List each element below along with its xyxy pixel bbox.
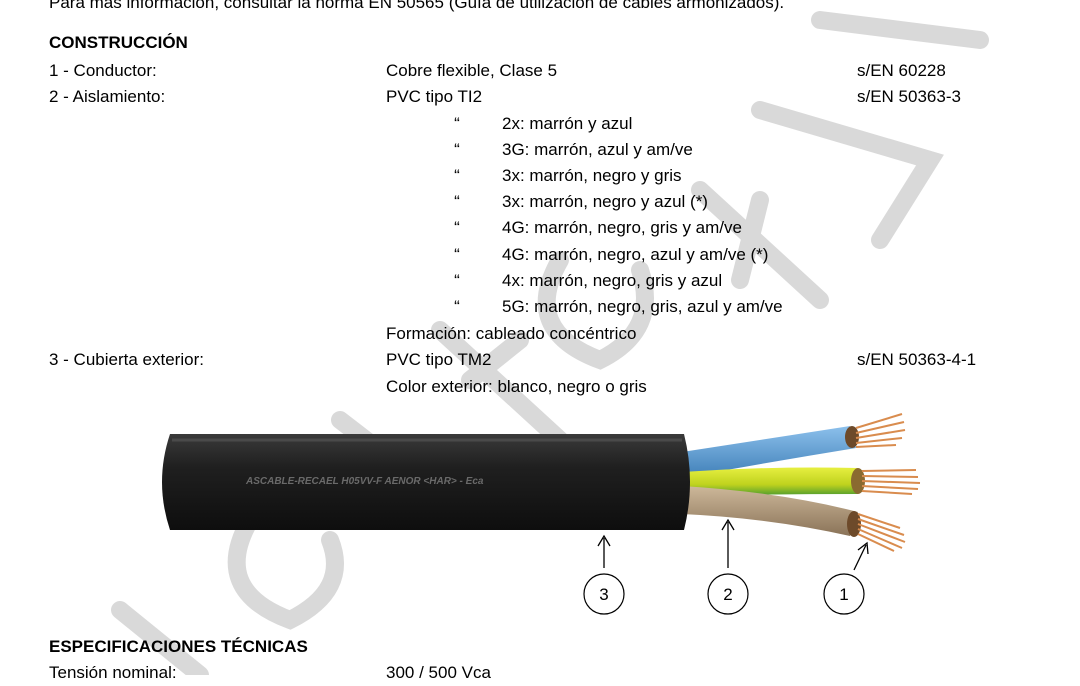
intro-text: Para más información, consultar la norma… bbox=[49, 0, 785, 12]
blue-copper-strands bbox=[855, 413, 906, 448]
callout-label-3: 3 bbox=[599, 585, 608, 604]
construction-heading: CONSTRUCCIÓN bbox=[49, 33, 188, 52]
brown-core-end bbox=[847, 511, 861, 537]
insulation-label: 2 - Aislamiento: bbox=[49, 87, 166, 106]
yellow-green-core-end bbox=[851, 468, 865, 494]
callout-circle-3 bbox=[583, 573, 625, 615]
insulation-color-item: 3G: marrón, azul y am/ve bbox=[502, 140, 693, 159]
conductor-label: 1 - Conductor: bbox=[49, 61, 157, 80]
yellow-green-copper-strands bbox=[861, 469, 921, 495]
sheath-standard: s/EN 50363-4-1 bbox=[857, 350, 977, 369]
ditto-mark: “ bbox=[454, 140, 460, 159]
insulation-value: PVC tipo TI2 bbox=[386, 87, 483, 106]
conductor-value: Cobre flexible, Clase 5 bbox=[386, 61, 558, 80]
sheath-label: 3 - Cubierta exterior: bbox=[49, 350, 204, 369]
blue-core bbox=[682, 426, 856, 478]
ditto-mark: “ bbox=[454, 297, 460, 316]
insulation-color-item: 3x: marrón, negro y gris bbox=[502, 166, 682, 185]
cable-marking: ASCABLE-RECAEL H05VV-F AENOR <HAR> - Eca bbox=[245, 476, 484, 487]
brown-core bbox=[682, 486, 858, 536]
ditto-mark: “ bbox=[454, 271, 460, 290]
ditto-mark: “ bbox=[454, 114, 460, 133]
callout-arrows bbox=[597, 518, 869, 571]
rated-voltage-value: 300 / 500 Vca bbox=[386, 663, 491, 682]
blue-core-end bbox=[845, 426, 859, 448]
ditto-mark: “ bbox=[454, 245, 460, 264]
conductor-standard: s/EN 60228 bbox=[857, 61, 946, 80]
rated-voltage-label: Tensión nominal: bbox=[49, 663, 177, 682]
brown-copper-strands bbox=[857, 513, 906, 552]
ditto-mark: “ bbox=[454, 166, 460, 185]
callout-circle-1 bbox=[823, 573, 865, 615]
ditto-mark: “ bbox=[454, 218, 460, 237]
insulation-color-item: 3x: marrón, negro y azul (*) bbox=[502, 192, 708, 211]
callout-label-2: 2 bbox=[723, 585, 732, 604]
insulation-color-item: 2x: marrón y azul bbox=[502, 114, 633, 133]
insulation-color-item: 4G: marrón, negro, gris y am/ve bbox=[502, 218, 742, 237]
specs-heading: ESPECIFICACIONES TÉCNICAS bbox=[49, 637, 308, 656]
yellow-green-core bbox=[682, 467, 858, 496]
callout-circle-2 bbox=[707, 573, 749, 615]
ditto-mark: “ bbox=[454, 192, 460, 211]
callout-label-1: 1 bbox=[839, 585, 848, 604]
